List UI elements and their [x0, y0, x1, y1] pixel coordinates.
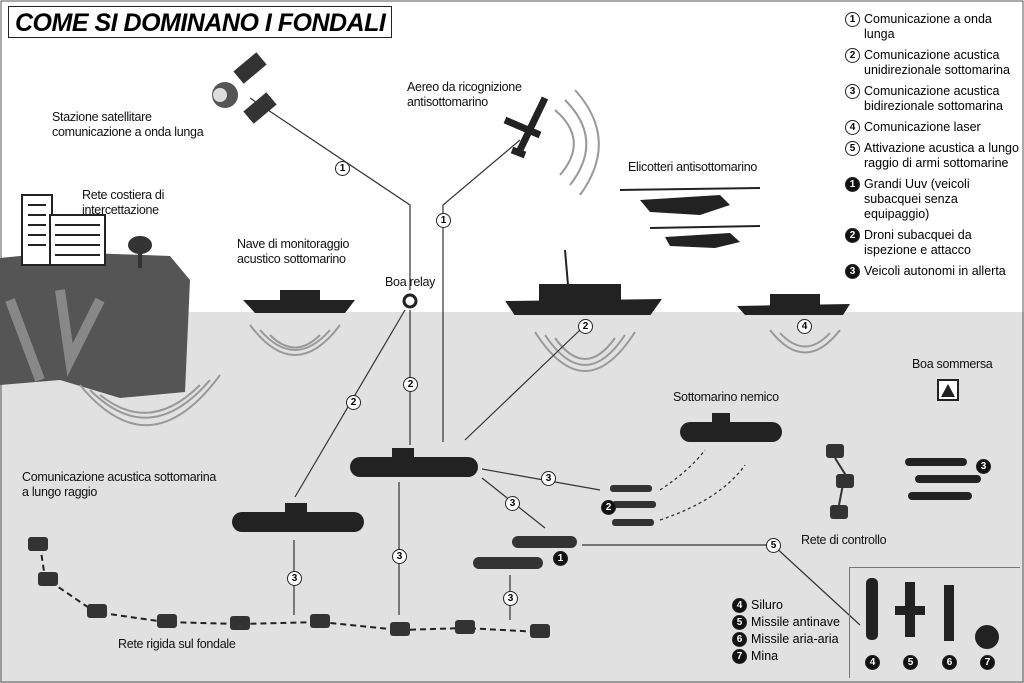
submarine-icon [232, 413, 981, 532]
seabed-net [39, 544, 541, 633]
weapon-marker: 4 [865, 655, 880, 670]
diagram-marker: 2 [601, 500, 616, 515]
label-enemy-sub: Sottomarino nemico [673, 390, 779, 404]
aircraft-icon [503, 96, 549, 159]
diagram-marker: 2 [346, 395, 361, 410]
sonar-waves [79, 89, 841, 427]
helicopter-icon [619, 187, 761, 248]
weapons-panel [849, 567, 1020, 678]
label-monitor-ship: Nave di monitoraggio acustico sottomarin… [237, 237, 350, 266]
diagram-marker: 3 [976, 459, 991, 474]
coastal-cliff [0, 252, 190, 398]
diagram-marker: 5 [766, 538, 781, 553]
label-submerged-buoy: Boa sommersa [912, 357, 993, 371]
diagram-marker: 2 [578, 319, 593, 334]
label-helicopters: Elicotteri antisottomarino [628, 160, 758, 174]
weapon-icons [866, 578, 999, 649]
label-coastal-network: Rete costiera di intercettazione [82, 188, 165, 217]
label-long-range: Comunicazione acustica sottomarina a lun… [22, 470, 217, 499]
label-seabed-net: Rete rigida sul fondale [118, 637, 236, 651]
label-aircraft: Aereo da ricognizione antisottomarino [407, 80, 522, 109]
diagram-marker: 1 [335, 161, 350, 176]
warship-icon [505, 249, 662, 315]
diagram-marker: 4 [797, 319, 812, 334]
diagram-marker: 3 [541, 471, 556, 486]
monitor-ship-icon [243, 290, 355, 313]
drone-icon [473, 485, 656, 569]
satellite-icon [212, 52, 277, 124]
diagram-marker: 3 [505, 496, 520, 511]
radar-dish-icon [128, 236, 152, 268]
diagram-marker: 2 [403, 377, 418, 392]
diagram-marker: 3 [287, 571, 302, 586]
weapon-marker: 7 [980, 655, 995, 670]
diagram-marker: 1 [553, 551, 568, 566]
control-net-icon [826, 444, 854, 519]
weapon-marker: 5 [903, 655, 918, 670]
relay-buoy-icon [402, 293, 418, 309]
diagram-marker: 1 [436, 213, 451, 228]
diagram-marker: 3 [392, 549, 407, 564]
diagram-marker: 3 [503, 591, 518, 606]
page-title: COME SI DOMINANO I FONDALI [8, 6, 392, 38]
ship-icon [737, 294, 850, 315]
seabed-sensor-icon [28, 537, 550, 638]
label-satellite: Stazione satellitare comunicazione a ond… [52, 110, 204, 139]
weapon-marker: 6 [942, 655, 957, 670]
label-control-net: Rete di controllo [801, 533, 887, 547]
coastal-building-icon [21, 194, 106, 266]
label-relay-buoy: Boa relay [385, 275, 436, 289]
